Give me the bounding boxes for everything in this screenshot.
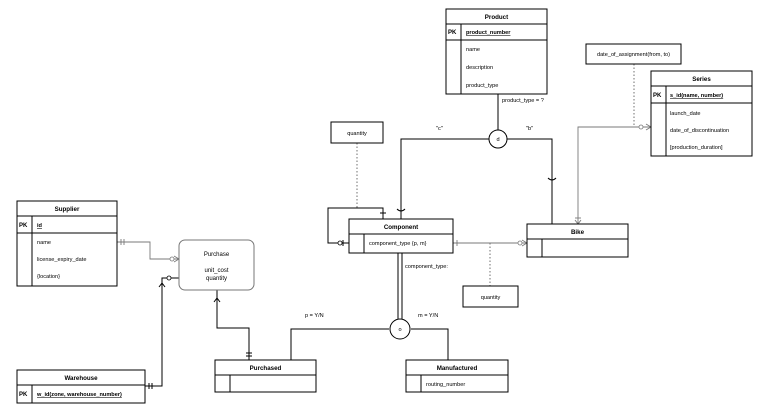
warehouse-purchase-line (145, 277, 179, 387)
series-attr-1: launch_date (670, 111, 700, 117)
manufactured-attr: routing_number (426, 382, 465, 388)
b-label: "b" (526, 126, 533, 132)
purchase-purchased-crow2 (216, 297, 221, 303)
component-self-loop-circle (337, 240, 343, 246)
disjoint-to-component-line (400, 138, 489, 220)
supplier-attr-1: name (37, 240, 51, 246)
supplier-key: id (37, 223, 43, 229)
component-self-loop (327, 207, 384, 244)
disjoint-label: d (496, 137, 499, 143)
bike-series-circle (638, 124, 644, 130)
bike-series-crow2 (577, 219, 582, 225)
supplier-attr-3: {location} (37, 274, 60, 280)
series-pk-label: PK (653, 93, 662, 99)
warehouse-purchase-circle (166, 275, 172, 281)
component-title: Component (384, 224, 418, 231)
product-entity[interactable]: Product PK product_number name descripti… (445, 8, 548, 95)
bike-series-crow3 (645, 123, 652, 128)
purchase-purchased-line (216, 290, 250, 360)
warehouse-purchase-crow2 (161, 282, 166, 288)
purchase-purchased-crow1 (213, 297, 218, 303)
manufactured-title: Manufactured (437, 365, 478, 372)
component-bike-crow1 (521, 239, 528, 244)
supplier-purchase-circle (169, 256, 175, 262)
date-of-assignment-text: date_of_assignment(from, to) (597, 52, 670, 58)
product-type-condition: product_type = ? (502, 98, 544, 104)
component-bike-circle (517, 240, 523, 246)
quantity-top-text: quantity (347, 131, 367, 137)
overlap-circle: o (389, 318, 411, 340)
product-attr-3: product_type (466, 83, 498, 89)
disjoint-to-bike-line (507, 138, 553, 224)
bike-title: Bike (571, 229, 585, 236)
product-attr-1: name (466, 47, 480, 53)
quantity-bottom-text: quantity (481, 295, 501, 301)
p-label: p = Y/N (305, 313, 324, 319)
purchase-attr-2: quantity (206, 276, 227, 282)
bike-series-line (577, 126, 651, 224)
bike-series-crow1 (574, 219, 579, 225)
product-attr-2: description (466, 65, 493, 71)
warehouse-entity[interactable]: Warehouse PK w_id(zone, warehouse_number… (16, 369, 146, 404)
purchased-title: Purchased (250, 365, 282, 372)
purchase-relationship[interactable]: Purchase unit_cost quantity (178, 239, 255, 291)
supplier-title: Supplier (55, 206, 80, 213)
subset-arc-bike (547, 177, 557, 181)
subset-arc-component (396, 208, 406, 212)
series-attr-3: [production_duration] (670, 145, 723, 151)
series-title: Series (692, 76, 711, 83)
overlap-to-purchased-line (290, 328, 389, 360)
component-entity[interactable]: Component component_type {p, m} (348, 218, 454, 254)
bike-entity[interactable]: Bike (526, 223, 629, 258)
product-pk-label: PK (448, 30, 457, 36)
purchase-attr-1: unit_cost (204, 268, 228, 274)
supplier-attr-2: license_expiry_date (37, 257, 86, 263)
product-key: product_number (466, 30, 511, 36)
product-title: Product (485, 14, 508, 21)
series-key: s_id(name, number) (670, 93, 723, 99)
supplier-purchase-line (117, 241, 179, 260)
overlap-to-manufactured-line (411, 328, 449, 360)
purchase-title: Purchase (204, 252, 230, 258)
series-entity[interactable]: Series PK s_id(name, number) launch_date… (650, 70, 753, 157)
c-label: "c" (436, 126, 443, 132)
component-type-label: component_type: (405, 264, 448, 270)
supplier-entity[interactable]: Supplier PK id name license_expiry_date … (16, 200, 118, 287)
supplier-pk-label: PK (19, 223, 28, 229)
overlap-label: o (398, 327, 401, 333)
warehouse-purchase-crow1 (158, 282, 163, 288)
warehouse-key: w_id(zone, warehouse_number) (36, 392, 122, 398)
manufactured-entity[interactable]: Manufactured routing_number (405, 359, 509, 393)
purchased-entity[interactable]: Purchased (214, 359, 317, 393)
supplier-purchase-crow1 (173, 255, 180, 260)
series-attr-2: date_of_discontinuation (670, 128, 729, 134)
component-bike-crow2 (521, 242, 528, 247)
quantity-note-top[interactable]: quantity (330, 121, 384, 144)
bike-series-crow4 (645, 126, 652, 131)
component-attr: component_type {p, m} (369, 241, 427, 247)
date-of-assignment-note[interactable]: date_of_assignment(from, to) (585, 43, 682, 65)
connectors (117, 64, 652, 389)
diagram-labels: product_type = ? "c" "b" component_type:… (305, 98, 544, 319)
warehouse-title: Warehouse (64, 375, 98, 382)
supplier-purchase-crow2 (173, 258, 180, 263)
quantity-note-bottom[interactable]: quantity (462, 285, 519, 308)
warehouse-pk-label: PK (19, 392, 28, 398)
m-label: m = Y/N (418, 313, 438, 319)
disjoint-circle: d (488, 129, 508, 149)
